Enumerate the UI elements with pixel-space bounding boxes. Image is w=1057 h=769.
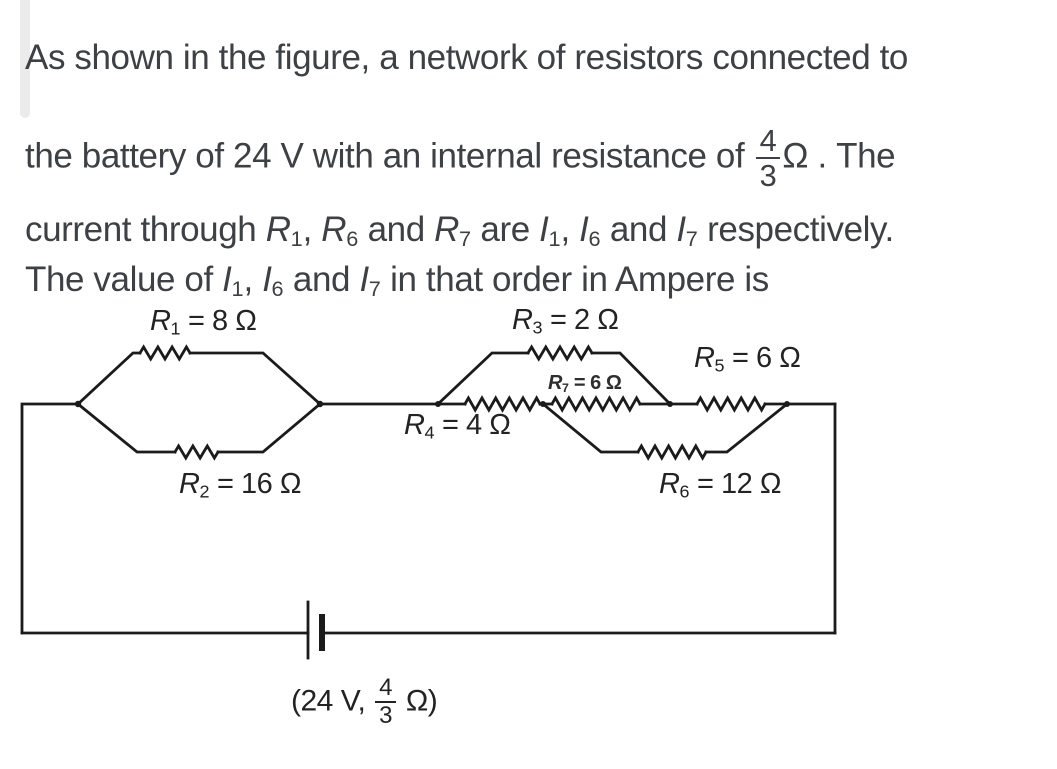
wire-hex-top-right bbox=[188, 351, 322, 406]
wire-r3-branch-left bbox=[436, 351, 530, 406]
wire-hex-bottom-left bbox=[76, 402, 177, 454]
question-text-line-1: As shown in the figure, a network of res… bbox=[25, 38, 908, 77]
scroll-indicator-bar[interactable] bbox=[20, 0, 30, 118]
node-dot bbox=[540, 401, 546, 407]
wire-r6-branch-left bbox=[541, 402, 640, 454]
wire-hex-bottom-right bbox=[216, 402, 322, 454]
question-text-line-3: current through R1, R6 and R7 are I1, I6… bbox=[25, 210, 894, 252]
resistor-r4-symbol bbox=[463, 395, 542, 413]
node-dot bbox=[435, 401, 441, 407]
wire-r3-branch-right bbox=[590, 351, 672, 406]
question-text-line-2: the battery of 24 V with an internal res… bbox=[25, 123, 896, 194]
circuit-wires bbox=[20, 344, 837, 660]
circuit-nodes bbox=[74, 400, 790, 408]
resistor-r1-symbol bbox=[138, 344, 192, 362]
label-r1: R1 = 8 Ω bbox=[150, 305, 257, 339]
resistor-r7-symbol bbox=[550, 395, 642, 413]
wire-r6-branch-right bbox=[704, 402, 789, 454]
node-dot bbox=[74, 400, 82, 408]
label-r2: R2 = 16 Ω bbox=[179, 468, 301, 502]
label-r4: R4 = 4 Ω bbox=[404, 409, 511, 443]
question-text-line-4: The value of I1, I6 and I7 in that order… bbox=[25, 260, 769, 302]
label-r3: R3 = 2 Ω bbox=[512, 304, 619, 338]
node-dot bbox=[316, 400, 324, 408]
resistor-r2-symbol bbox=[173, 443, 220, 461]
resistor-r5-symbol bbox=[695, 395, 767, 413]
resistor-r3-symbol bbox=[526, 344, 594, 362]
resistor-r6-symbol bbox=[636, 443, 708, 461]
label-r7: R7 = 6 Ω bbox=[548, 372, 622, 395]
label-r6: R6 = 12 Ω bbox=[659, 468, 781, 502]
wire-hex-top-left bbox=[76, 351, 142, 406]
wire-left-loop bbox=[20, 402, 80, 635]
node-dot bbox=[784, 401, 790, 407]
label-r5: R5 = 6 Ω bbox=[694, 342, 801, 376]
node-dot bbox=[667, 401, 673, 407]
